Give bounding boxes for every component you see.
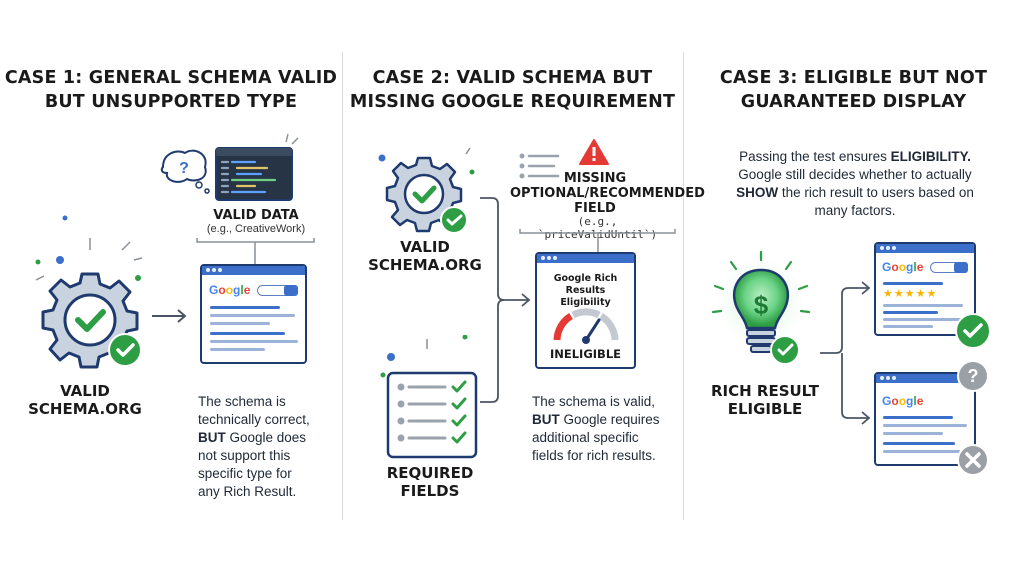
search-icon (284, 285, 298, 296)
case2-missing-line1: MISSING (563, 171, 627, 186)
case2-body-line3: additional specific (532, 430, 639, 445)
case3-plain-result-window: Google (874, 372, 976, 466)
case1-valid-data-example: (e.g., CreativeWork) (206, 223, 306, 235)
eligibility-status: INELIGIBLE (549, 347, 622, 361)
case1-gear-label: VALID SCHEMA.ORG (20, 382, 150, 418)
case1-arrow (152, 309, 187, 323)
warning-icon (579, 139, 609, 165)
google-logo: Google (882, 260, 924, 274)
case2-title-line2: MISSING GOOGLE REQUIREMENT (349, 92, 676, 112)
case1-body-line1: The schema is (198, 394, 286, 409)
eligibility-title: Google Rich Results Eligibility (537, 273, 634, 309)
question-bubble-icon: ? (160, 149, 210, 194)
case2-merge-arrows (480, 197, 531, 403)
case2-body-bold: BUT (532, 412, 560, 427)
missing-list-icon (519, 153, 560, 179)
case1-gear-icon (35, 215, 143, 369)
case3-intro-line3-rest: the rich result to users based on (778, 185, 974, 200)
case2-required-line1: REQUIRED (386, 464, 474, 482)
case2-title: CASE 2: VALID SCHEMA BUT MISSING GOOGLE … (342, 66, 683, 114)
case2-gear-label-line2: SCHEMA.ORG (368, 256, 482, 274)
required-fields-icon (380, 335, 478, 459)
case3-intro-bold2: SHOW (736, 185, 779, 200)
search-icon (954, 262, 968, 273)
case1-body-line2: technically correct, (198, 412, 310, 427)
case3-intro-line4: many factors. (814, 203, 896, 218)
divider-left (342, 52, 343, 520)
case1-gear-label-line2: SCHEMA.ORG (28, 400, 142, 418)
question-circle-icon: ? (957, 360, 989, 392)
case2-required-label: REQUIRED FIELDS (365, 464, 495, 500)
case2-gear-icon (378, 148, 475, 234)
eligibility-title-line1: Google Rich Results (553, 273, 618, 296)
case3-bulb-label-line1: RICH RESULT (710, 382, 819, 400)
case3-intro-line1-pre: Passing the test ensures (739, 149, 891, 164)
case1-body-line3-rest: Google does (225, 430, 307, 445)
case2-body-line4: fields for rich results. (532, 448, 656, 463)
lightbulb-icon: $ (711, 250, 811, 365)
check-circle-icon (955, 313, 991, 349)
case3-split-arrows (820, 281, 871, 425)
x-circle-icon (957, 444, 989, 476)
google-logo: Google (209, 283, 251, 297)
case3-title-line2: GUARANTEED DISPLAY (740, 92, 967, 112)
case2-gear-label: VALID SCHEMA.ORG (360, 238, 490, 274)
case3-intro-line2: Google still decides whether to actually (738, 167, 972, 182)
case1-title-line1: CASE 1: GENERAL SCHEMA VALID (4, 68, 338, 88)
case1-body-line4: not support this (198, 448, 291, 463)
sparkle-icon (285, 133, 299, 145)
case2-body-line2-rest: Google requires (559, 412, 660, 427)
case1-body-line5: specific type for (198, 466, 292, 481)
case2-title-line1: CASE 2: VALID SCHEMA BUT (372, 68, 653, 88)
svg-text:?: ? (968, 366, 979, 386)
case1-title: CASE 1: GENERAL SCHEMA VALID BUT UNSUPPO… (0, 66, 342, 114)
case1-body-line6: any Rich Result. (198, 484, 297, 499)
case2-bracket (519, 229, 676, 253)
case3-intro-line1: Passing the test ensures ELIGIBILITY. (700, 148, 1010, 166)
svg-text:?: ? (179, 160, 189, 177)
case2-body-line1: The schema is valid, (532, 394, 656, 409)
google-logo: Google (882, 394, 924, 408)
case1-description: The schema is technically correct, BUT G… (198, 393, 338, 501)
case1-title-line2: BUT UNSUPPORTED TYPE (44, 92, 298, 112)
svg-text:$: $ (754, 290, 769, 320)
case2-missing-label: MISSING OPTIONAL/RECOMMENDED FIELD (510, 171, 705, 216)
case1-bracket (196, 238, 315, 264)
eligibility-title-line2: Eligibility (560, 297, 611, 308)
case3-bulb-label: RICH RESULT ELIGIBLE (700, 382, 830, 418)
case1-body-bold: BUT (198, 430, 226, 445)
case3-intro-line3: SHOW the rich result to users based on (700, 184, 1010, 202)
eligibility-panel: Google Rich Results Eligibility INELIGIB… (535, 252, 636, 369)
case1-gear-label-line1: VALID (60, 382, 110, 400)
case1-body-line3: BUT Google does (198, 429, 338, 447)
case2-required-line2: FIELDS (400, 482, 460, 500)
case3-title-line1: CASE 3: ELIGIBLE BUT NOT (719, 68, 988, 88)
gauge-icon (553, 308, 619, 344)
case1-search-window: Google (200, 264, 307, 364)
case2-gear-label-line1: VALID (400, 238, 450, 256)
case2-missing-line2: OPTIONAL/RECOMMENDED (510, 186, 705, 201)
divider-right (683, 52, 684, 520)
case3-intro-bold1: ELIGIBILITY. (890, 149, 971, 164)
case3-title: CASE 3: ELIGIBLE BUT NOT GUARANTEED DISP… (683, 66, 1024, 114)
rating-stars: ★★★★★ (883, 288, 938, 300)
case1-valid-data-label: VALID DATA (213, 208, 299, 223)
case2-body-line2: BUT Google requires (532, 411, 682, 429)
case3-intro: Passing the test ensures ELIGIBILITY. Go… (700, 148, 1010, 220)
case3-bulb-label-line2: ELIGIBLE (727, 400, 803, 418)
case2-description: The schema is valid, BUT Google requires… (532, 393, 682, 465)
code-window-icon (215, 147, 293, 201)
case2-missing-line3: FIELD (574, 201, 616, 216)
